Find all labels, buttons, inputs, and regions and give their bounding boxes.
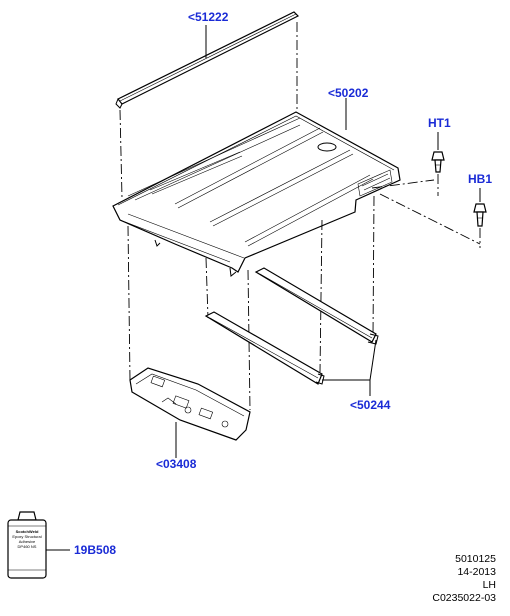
bow-leader-lines [322, 339, 377, 396]
adhesive-desc-1: Epoxy Structural [12, 534, 42, 539]
fastener-bottom-icon[interactable] [473, 188, 487, 227]
reference-code-1: 5010125 [455, 553, 496, 565]
callout-roof-panel[interactable]: <50202 [328, 86, 369, 100]
rear-trim-panel[interactable] [129, 367, 251, 441]
callout-fastener-top[interactable]: HT1 [428, 116, 451, 130]
reference-code-2: 14-2013 [457, 566, 496, 578]
callout-roof-bow[interactable]: <50244 [350, 398, 391, 412]
adhesive-label: ScotchWeld Epoxy Structural Adhesive DP4… [9, 529, 45, 549]
callout-fastener-bottom[interactable]: HB1 [468, 172, 493, 186]
roof-alignment-lines [127, 179, 481, 411]
callout-adhesive[interactable]: 19B508 [74, 543, 117, 557]
reference-code-3: C0235022-03 [432, 592, 496, 604]
adhesive-desc-2: Adhesive [18, 539, 36, 544]
roof-panel[interactable] [112, 111, 401, 277]
callout-moulding[interactable]: <51222 [188, 10, 229, 24]
adhesive-bottle-icon[interactable] [7, 511, 47, 579]
moulding-alignment-lines [119, 22, 298, 199]
roof-moulding-strip[interactable] [115, 11, 300, 109]
roof-bow-rear[interactable] [254, 267, 379, 345]
adhesive-code: DP460 NS [17, 544, 37, 549]
roof-bow-front[interactable] [204, 311, 325, 385]
reference-side: LH [482, 579, 496, 591]
callout-trim-panel[interactable]: <03408 [156, 457, 197, 471]
adhesive-brand: ScotchWeld [15, 529, 39, 534]
fastener-top-icon[interactable] [431, 132, 445, 173]
